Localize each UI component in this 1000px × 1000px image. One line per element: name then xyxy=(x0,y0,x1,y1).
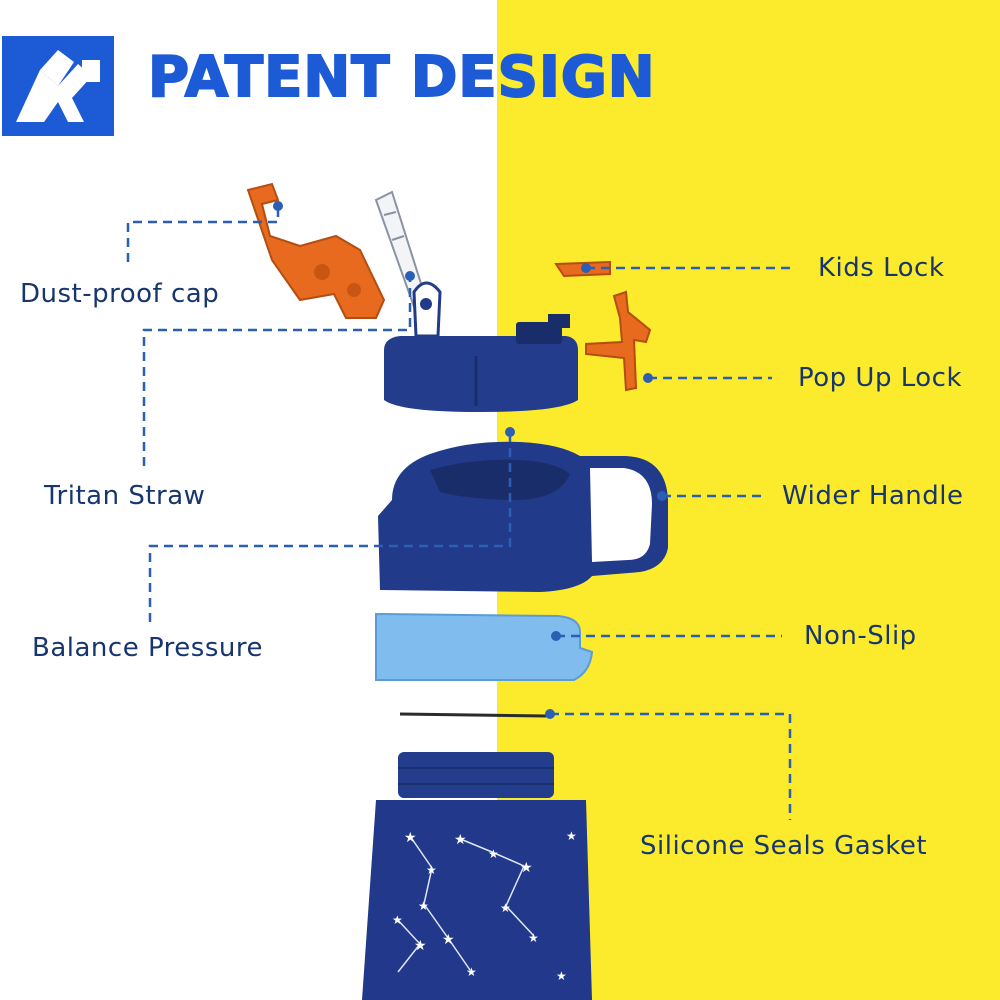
label-tritan-straw: Tritan Straw xyxy=(44,481,206,511)
leader-dot-pop-up-lock xyxy=(643,373,653,383)
leader-dot-balance-pressure xyxy=(505,427,515,437)
lid-top-part xyxy=(384,314,578,412)
leader-dot-tritan-straw xyxy=(405,271,415,281)
leader-tritan-straw xyxy=(142,276,412,466)
pop-up-lock-part xyxy=(585,290,652,392)
label-kids-lock: Kids Lock xyxy=(818,253,945,283)
svg-text:★: ★ xyxy=(442,933,455,948)
leader-dot-non-slip xyxy=(551,631,561,641)
svg-text:★: ★ xyxy=(500,901,511,915)
tritan-straw-part xyxy=(374,190,442,338)
svg-text:★: ★ xyxy=(418,899,429,913)
svg-text:★: ★ xyxy=(556,969,567,983)
svg-text:★: ★ xyxy=(488,847,499,861)
leader-dot-wider-handle xyxy=(657,491,667,501)
non-slip-part xyxy=(375,612,594,681)
label-pop-up-lock: Pop Up Lock xyxy=(798,363,963,393)
label-wider-handle: Wider Handle xyxy=(782,481,964,511)
bottle-body-part: ★ ★ ★ ★ ★ ★ ★ ★ ★ ★ ★ ★ ★ ★ xyxy=(362,752,592,1000)
svg-text:★: ★ xyxy=(528,931,539,945)
svg-text:★: ★ xyxy=(520,861,533,876)
svg-text:★: ★ xyxy=(404,831,417,846)
label-dust-proof-cap: Dust-proof cap xyxy=(20,279,220,309)
svg-text:★: ★ xyxy=(392,913,403,927)
page-title: PATENT DESIGN xyxy=(147,44,656,111)
svg-text:★: ★ xyxy=(426,863,437,877)
dust-proof-cap-part xyxy=(246,182,386,319)
label-balance-pressure: Balance Pressure xyxy=(32,633,263,663)
leader-dot-silicone-seals-gasket xyxy=(545,709,555,719)
label-non-slip: Non-Slip xyxy=(804,621,917,651)
leader-dot-dust-proof-cap xyxy=(273,201,283,211)
svg-text:★: ★ xyxy=(454,833,467,848)
leader-dot-kids-lock xyxy=(581,263,591,273)
svg-text:★: ★ xyxy=(566,829,577,843)
label-silicone-seals-gasket: Silicone Seals Gasket xyxy=(640,831,928,861)
leader-balance-pressure xyxy=(148,432,512,622)
handle-lid-part xyxy=(378,441,668,592)
leader-dust-proof-cap xyxy=(126,206,280,262)
svg-text:★: ★ xyxy=(414,939,427,954)
svg-text:★: ★ xyxy=(466,965,477,979)
leader-silicone-seals-gasket xyxy=(550,712,792,820)
bottle-logo-icon xyxy=(2,36,114,136)
gasket-part xyxy=(399,712,547,718)
